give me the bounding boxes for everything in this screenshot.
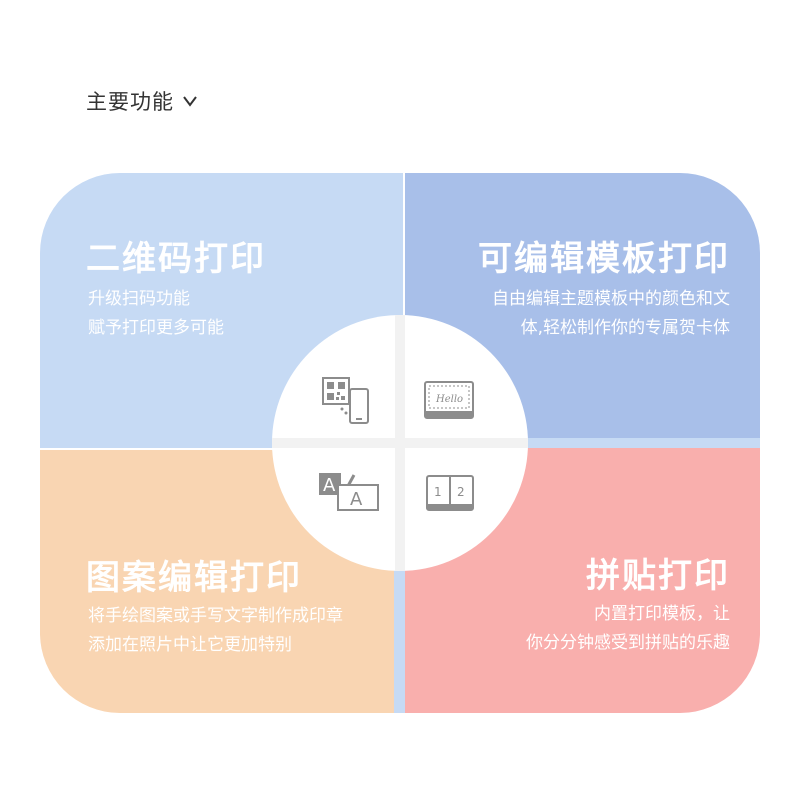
- desc-line: 你分分钟感受到拼贴的乐趣: [526, 633, 730, 653]
- feature-title: 二维码打印: [86, 239, 266, 279]
- desc-line: 体,轻松制作你的专属贺卡体: [520, 318, 730, 338]
- qr-phone-icon: [322, 377, 369, 424]
- text-letter: A: [350, 489, 363, 510]
- chevron-down-icon: [183, 96, 197, 107]
- desc-line: 自由编辑主题模板中的颜色和文: [492, 289, 730, 309]
- split-label: 2: [457, 485, 465, 499]
- feature-description: 将手绘图案或手写文字制作成印章 添加在照片中让它更加特别: [88, 602, 343, 660]
- feature-description: 自由编辑主题模板中的颜色和文 体,轻松制作你的专属贺卡体: [492, 285, 730, 343]
- text-edit-icon: A A: [319, 473, 379, 511]
- feature-icon-wheel: Hello A A 1 2: [272, 315, 528, 571]
- feature-description: 内置打印模板，让 你分分钟感受到拼贴的乐趣: [526, 600, 730, 658]
- desc-line: 升级扫码功能: [88, 289, 190, 309]
- wheel-divider: [272, 438, 528, 448]
- section-title: 主要功能: [86, 90, 174, 114]
- section-header[interactable]: 主要功能: [86, 86, 198, 116]
- feature-title: 拼贴打印: [586, 556, 730, 596]
- feature-description: 升级扫码功能 赋予打印更多可能: [88, 285, 224, 343]
- feature-title: 图案编辑打印: [86, 558, 302, 598]
- feature-title: 可编辑模板打印: [478, 239, 730, 279]
- grid-gap: [403, 438, 760, 448]
- desc-line: 内置打印模板，让: [594, 604, 730, 624]
- desc-line: 添加在照片中让它更加特别: [88, 635, 292, 655]
- desc-line: 将手绘图案或手写文字制作成印章: [88, 606, 343, 626]
- hello-text: Hello: [435, 394, 463, 405]
- feature-template-print[interactable]: 可编辑模板打印 自由编辑主题模板中的颜色和文 体,轻松制作你的专属贺卡体: [405, 173, 760, 438]
- desc-line: 赋予打印更多可能: [88, 318, 224, 338]
- hello-template-icon: Hello: [424, 381, 474, 419]
- split-label: 1: [434, 485, 442, 499]
- split-layout-icon: 1 2: [426, 475, 474, 511]
- grid-gap: [394, 448, 405, 713]
- text-letter: A: [323, 475, 336, 496]
